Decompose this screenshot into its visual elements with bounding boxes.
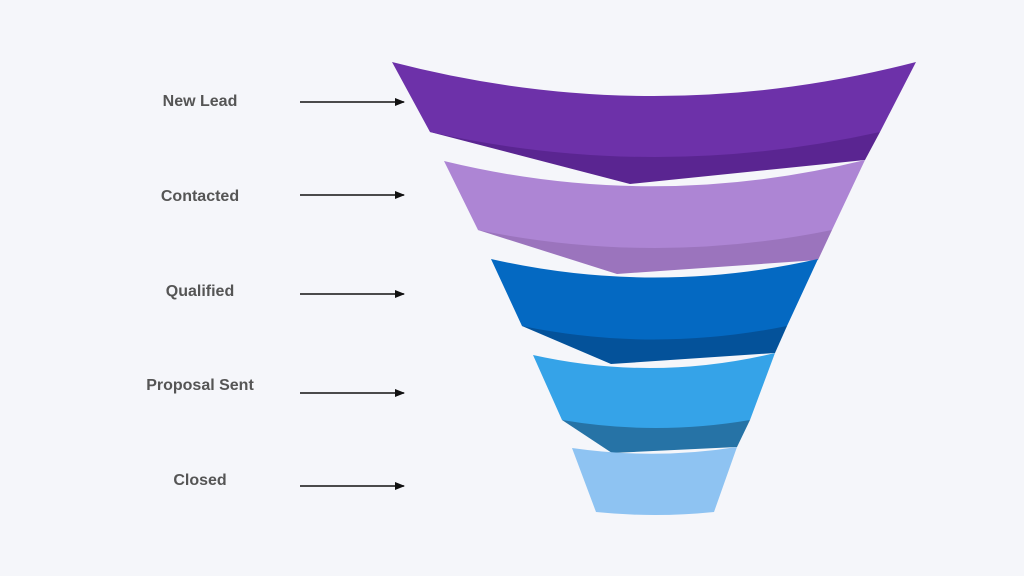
stage-label-contacted: Contacted: [160, 188, 240, 205]
funnel-band-closed: [572, 447, 737, 515]
funnel-band-new-lead: [392, 62, 916, 157]
stage-label-qualified: Qualified: [165, 283, 235, 300]
stage-label-closed: Closed: [173, 472, 227, 489]
funnel-band-contacted: [444, 160, 865, 248]
funnel-band-proposal-sent: [533, 353, 775, 428]
funnel-band-qualified: [491, 259, 818, 340]
funnel-shadow-proposal-sent: [562, 420, 750, 453]
stage-label-new-lead: New Lead: [162, 93, 238, 110]
stage-label-proposal-sent: Proposal Sent: [146, 377, 254, 394]
